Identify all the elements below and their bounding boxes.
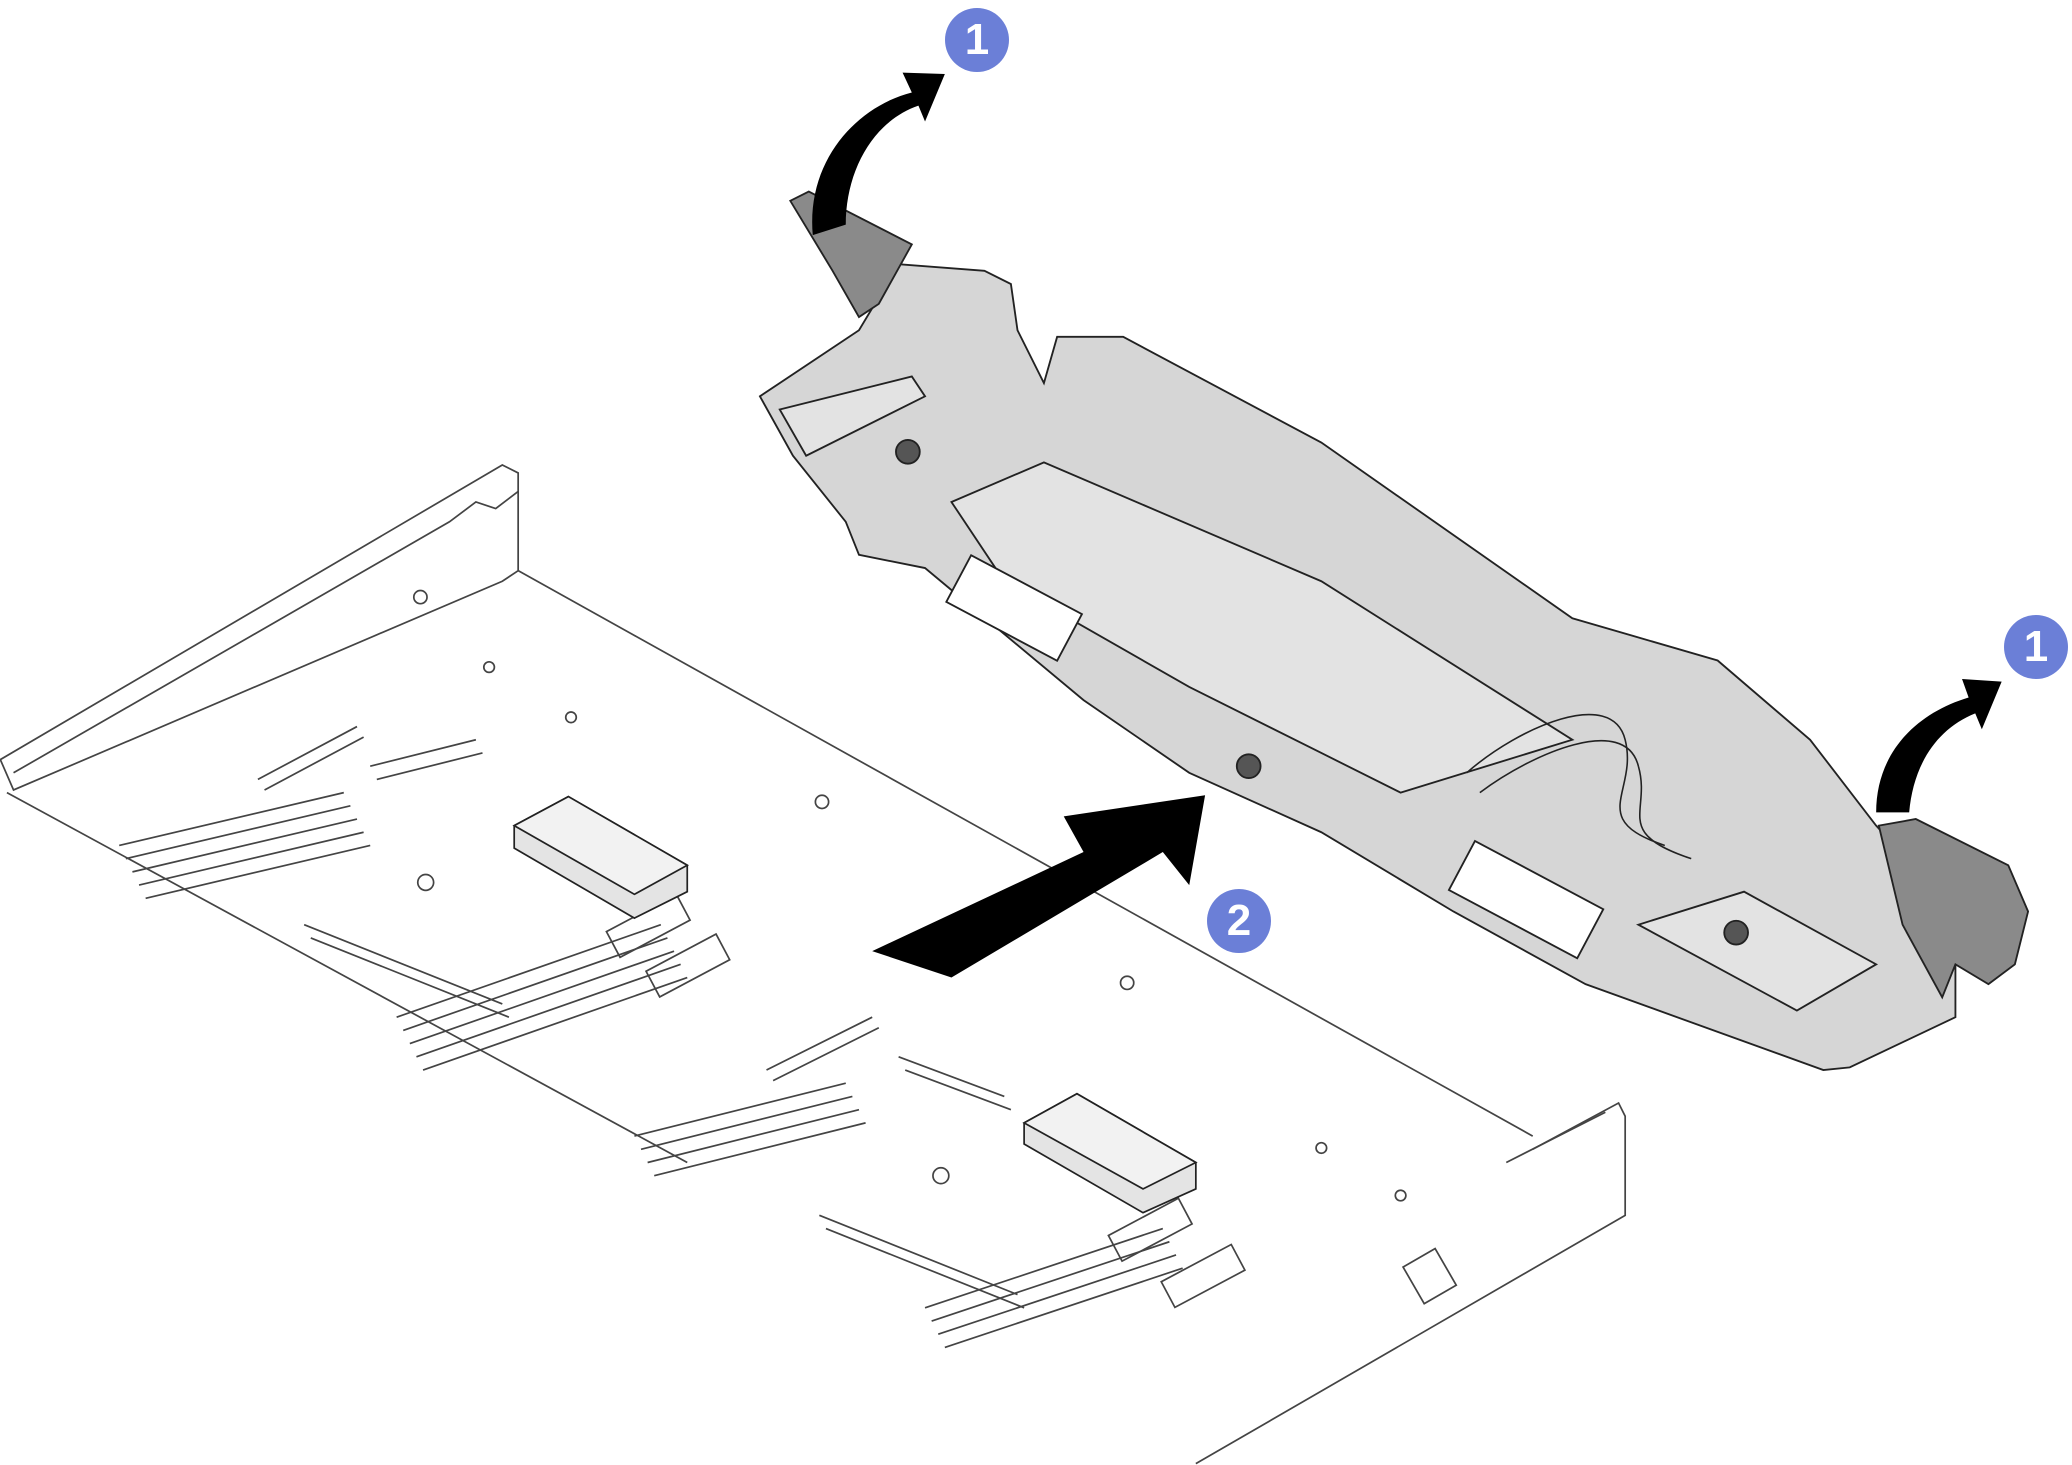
- lift-arrow-right: [1876, 678, 2002, 813]
- front-port: [1401, 1247, 1458, 1305]
- water-loop-tray: [758, 263, 1957, 1071]
- callout-1-left: 1: [945, 8, 1009, 72]
- tray-inner-panel: [778, 375, 927, 457]
- slide-arrow: [872, 795, 1206, 978]
- chassis-bottom-edge: [6, 791, 688, 1164]
- screw: [932, 1166, 950, 1185]
- connector-rows: [119, 791, 1183, 1349]
- chassis: [0, 464, 1627, 1465]
- screw: [416, 873, 435, 892]
- screw: [564, 711, 578, 724]
- screw: [1315, 1141, 1328, 1155]
- screw: [412, 589, 428, 605]
- callout-2: 2: [1207, 889, 1271, 953]
- screw: [1119, 975, 1135, 991]
- chassis-rail: [13, 490, 519, 774]
- chassis-floor-edge: [517, 569, 1534, 1137]
- plunger: [1723, 919, 1749, 946]
- lift-arrow-left: [812, 72, 945, 236]
- tubes: [1466, 713, 1692, 860]
- air-baffle-2: [1022, 1092, 1198, 1214]
- callout-1-right: 1: [2004, 615, 2068, 679]
- chassis-side-wall: [0, 464, 520, 792]
- chassis-front-plate: [1195, 1101, 1627, 1465]
- screw: [814, 794, 830, 810]
- dimm-slots: [257, 725, 1025, 1309]
- air-baffle-1: [512, 795, 690, 920]
- plunger: [895, 438, 921, 465]
- io-connector: [945, 553, 1605, 960]
- chassis-front-lip: [1505, 1111, 1606, 1164]
- tray-inner-panel: [1636, 890, 1879, 1012]
- screw: [482, 660, 496, 674]
- plunger: [1235, 753, 1262, 779]
- screw: [1394, 1189, 1407, 1202]
- right-lever: [1877, 818, 2030, 1000]
